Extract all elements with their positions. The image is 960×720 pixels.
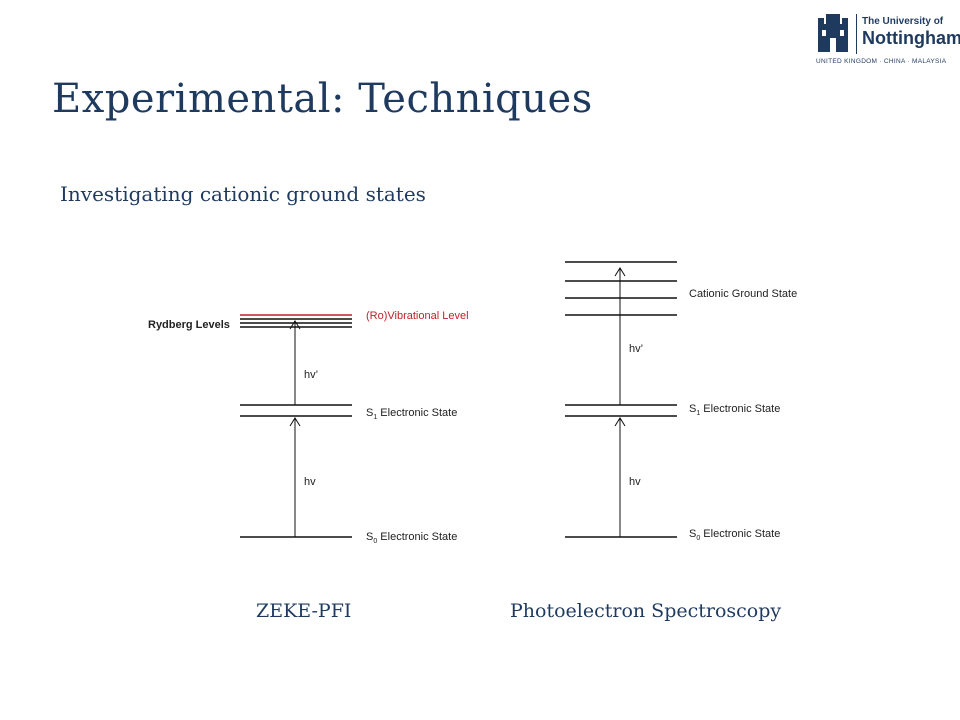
s1-state-label: S1 Electronic State xyxy=(689,403,780,417)
slide-subtitle: Investigating cationic ground states xyxy=(60,182,426,206)
photon-arrow-hv-prime xyxy=(289,320,301,405)
cationic-ground-state-label: Cationic Ground State xyxy=(689,288,797,300)
photon-arrow-hv xyxy=(614,417,626,537)
slide-title: Experimental: Techniques xyxy=(52,76,593,122)
s0-state-label: S0 Electronic State xyxy=(689,528,780,542)
photon-arrow-hv-prime xyxy=(614,267,626,405)
photon-label-hv: hv xyxy=(304,476,316,488)
photon-arrow-hv xyxy=(289,417,301,537)
logo-line-1: The University of xyxy=(862,16,944,27)
photoelectron-spectroscopy-diagram: Cationic Ground State hv’ hv S1 Electron… xyxy=(565,261,797,542)
s0-state-label: S0 Electronic State xyxy=(366,531,457,545)
logo-line-2: Nottingham xyxy=(862,28,960,48)
photon-label-hv: hv xyxy=(629,476,641,488)
s1-state-label: S1 Electronic State xyxy=(366,407,457,421)
photoelectron-spectroscopy-caption: Photoelectron Spectroscopy xyxy=(510,600,782,622)
logo-divider xyxy=(856,14,857,54)
vibrational-level-label: (Ro)Vibrational Level xyxy=(366,310,469,322)
university-logo: The University of Nottingham UNITED KING… xyxy=(812,10,960,66)
photon-label-hv-prime: hv’ xyxy=(304,369,318,381)
zeke-pfi-caption: ZEKE-PFI xyxy=(256,600,352,622)
zeke-pfi-diagram: Rydberg Levels (Ro)Vibrational Level hv’… xyxy=(148,310,469,545)
logo-tagline: UNITED KINGDOM · CHINA · MALAYSIA xyxy=(816,58,947,65)
photon-label-hv-prime: hv’ xyxy=(629,343,643,355)
castle-crest-icon xyxy=(818,14,848,52)
rydberg-levels-label: Rydberg Levels xyxy=(148,319,230,331)
